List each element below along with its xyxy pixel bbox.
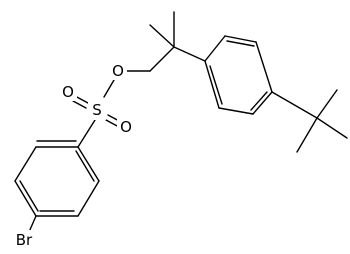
bond (271, 91, 318, 119)
bond (173, 46, 206, 62)
bond (14, 146, 37, 182)
bond (250, 91, 268, 111)
bond (204, 35, 226, 62)
bond (296, 117, 318, 153)
sulfonyl-oxygen-atom-label: O (62, 83, 74, 101)
ester-oxygen-atom-label: O (112, 62, 124, 80)
sulfur-atom-label: S (92, 101, 102, 119)
bond (149, 24, 175, 48)
bond (105, 119, 120, 128)
bond (77, 146, 100, 182)
bond (74, 95, 89, 104)
bond (28, 215, 37, 233)
bond (14, 180, 37, 217)
bond (77, 180, 100, 217)
bond (218, 107, 254, 115)
bond (226, 40, 255, 47)
bond (103, 79, 115, 98)
bond (75, 150, 95, 182)
bond (209, 65, 223, 105)
atom-labels: S O O O Br (11, 62, 135, 250)
bond (19, 180, 39, 212)
bond (255, 41, 273, 93)
bond (77, 119, 96, 148)
bond (316, 117, 348, 139)
bond (316, 89, 338, 119)
bromine-atom-label: Br (16, 231, 33, 249)
bond (149, 46, 175, 72)
bond (252, 91, 273, 115)
bond (72, 100, 87, 109)
bond-lines (14, 11, 348, 233)
sulfonyl-oxygen-atom-label: O (120, 118, 132, 136)
bond (224, 35, 257, 43)
bond (204, 60, 220, 109)
